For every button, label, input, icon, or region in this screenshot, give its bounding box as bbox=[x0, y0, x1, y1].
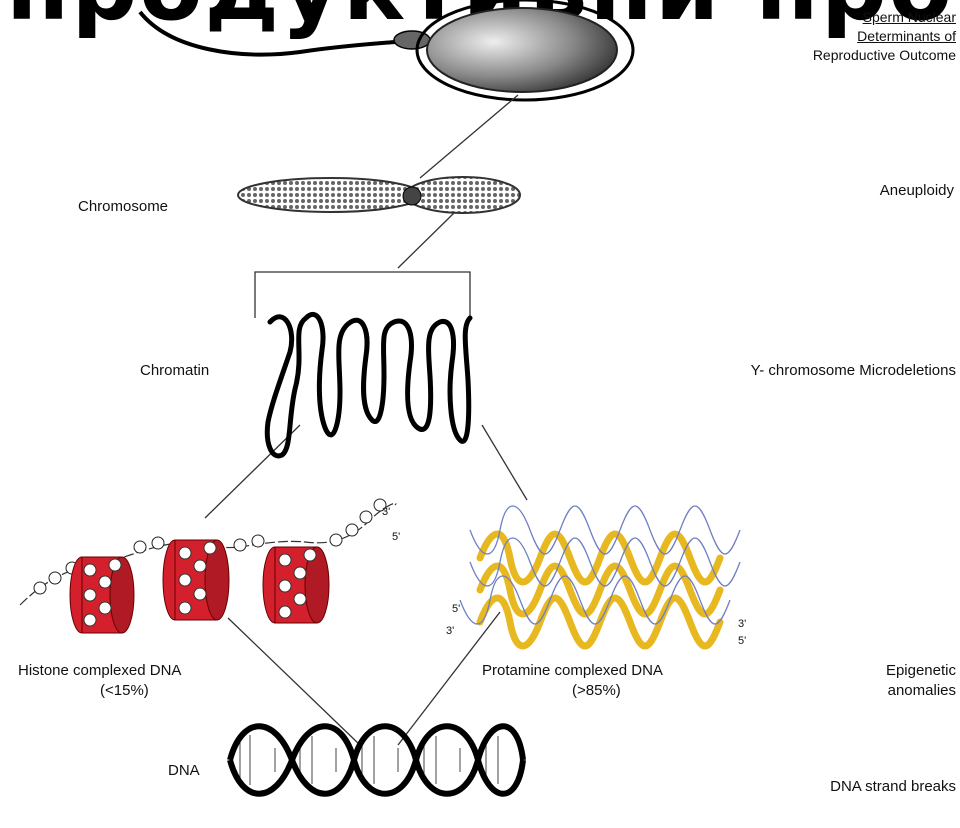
histone-strand-end-5: 5' bbox=[392, 528, 400, 546]
protamine-right-end-3: 3' bbox=[738, 615, 746, 633]
sperm-illustration bbox=[140, 0, 633, 100]
chromosome-illustration bbox=[238, 177, 520, 213]
outcome-aneuploidy: Aneuploidy bbox=[880, 182, 954, 200]
dna-label: DNA bbox=[168, 762, 200, 780]
outcome-epigenetic-line1: Epigenetic bbox=[886, 662, 956, 680]
protamine-label: Protamine complexed DNA bbox=[482, 662, 663, 680]
chromatin-illustration bbox=[267, 314, 470, 456]
histone-dna-illustration bbox=[20, 499, 396, 633]
protamine-percentage: (>85%) bbox=[572, 682, 621, 700]
dna-helix-illustration bbox=[230, 726, 523, 794]
outcome-strand-breaks: DNA strand breaks bbox=[830, 778, 956, 796]
protamine-dna-illustration bbox=[460, 506, 740, 646]
outcome-epigenetic-line2: anomalies bbox=[888, 682, 956, 700]
protamine-right-end-5: 5' bbox=[738, 632, 746, 650]
chromatin-label: Chromatin bbox=[140, 362, 209, 380]
protamine-strand-end-5: 5' bbox=[452, 600, 460, 618]
histone-label: Histone complexed DNA bbox=[18, 662, 181, 680]
chromosome-label: Chromosome bbox=[78, 198, 168, 216]
protamine-strand-end-3: 3' bbox=[446, 622, 454, 640]
outcome-microdeletions: Y- chromosome Microdeletions bbox=[751, 362, 956, 380]
histone-percentage: (<15%) bbox=[100, 682, 149, 700]
histone-strand-end-3: 3' bbox=[382, 503, 390, 521]
